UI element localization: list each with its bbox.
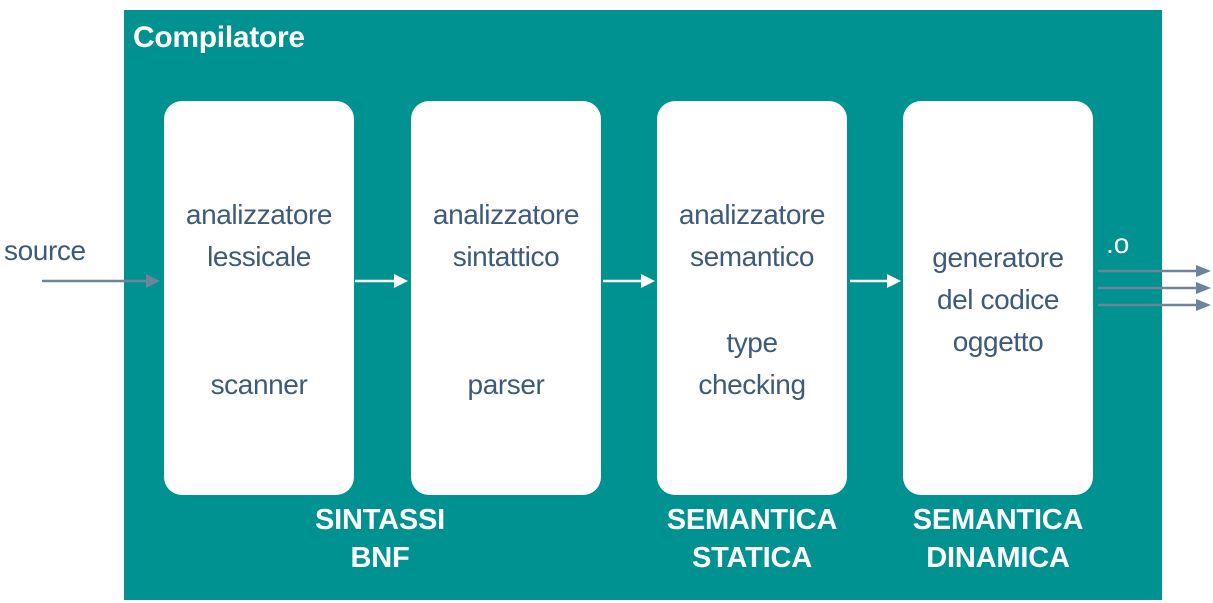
stage-2-line-1: analizzatore <box>432 199 580 230</box>
group-label-syntax: SINTASSI BNF <box>270 501 490 577</box>
group-dynamic-line-1: SEMANTICA <box>912 504 1084 536</box>
group-label-static-semantics: SEMANTICA STATICA <box>642 501 862 577</box>
stage-4-line-3: oggetto <box>952 326 1044 357</box>
group-dynamic-line-2: DINAMICA <box>926 542 1070 574</box>
code-generator-box: generatore del codice oggetto <box>903 101 1093 495</box>
stage-1-line-2: lessicale <box>207 241 311 272</box>
stage-2-alias: parser <box>467 369 545 400</box>
stage-2-line-2: sintattico <box>452 241 560 272</box>
semantic-analyzer-box: analizzatore semantico type checking <box>657 101 847 495</box>
stage-3-line-2: semantico <box>689 241 814 272</box>
stage-3-alias-2: checking <box>698 369 806 400</box>
stage-4-line-1: generatore <box>932 242 1064 273</box>
group-static-line-2: STATICA <box>692 542 812 574</box>
panel-title: Compilatore <box>133 21 305 54</box>
stage-1-alias: scanner <box>210 369 308 400</box>
stage-4-line-2: del codice <box>936 284 1060 315</box>
stage-3-alias-1: type <box>726 327 778 358</box>
group-syntax-line-1: SINTASSI <box>315 504 445 536</box>
source-label: source <box>4 235 86 266</box>
group-label-dynamic-semantics: SEMANTICA DINAMICA <box>888 501 1108 577</box>
group-syntax-line-2: BNF <box>350 542 410 574</box>
stage-3-line-1: analizzatore <box>678 199 826 230</box>
group-static-line-1: SEMANTICA <box>666 504 838 536</box>
syntax-analyzer-box: analizzatore sintattico parser <box>411 101 601 495</box>
output-label: .o <box>1106 228 1130 259</box>
lexical-analyzer-box: analizzatore lessicale scanner <box>164 101 354 495</box>
stage-1-line-1: analizzatore <box>185 199 333 230</box>
